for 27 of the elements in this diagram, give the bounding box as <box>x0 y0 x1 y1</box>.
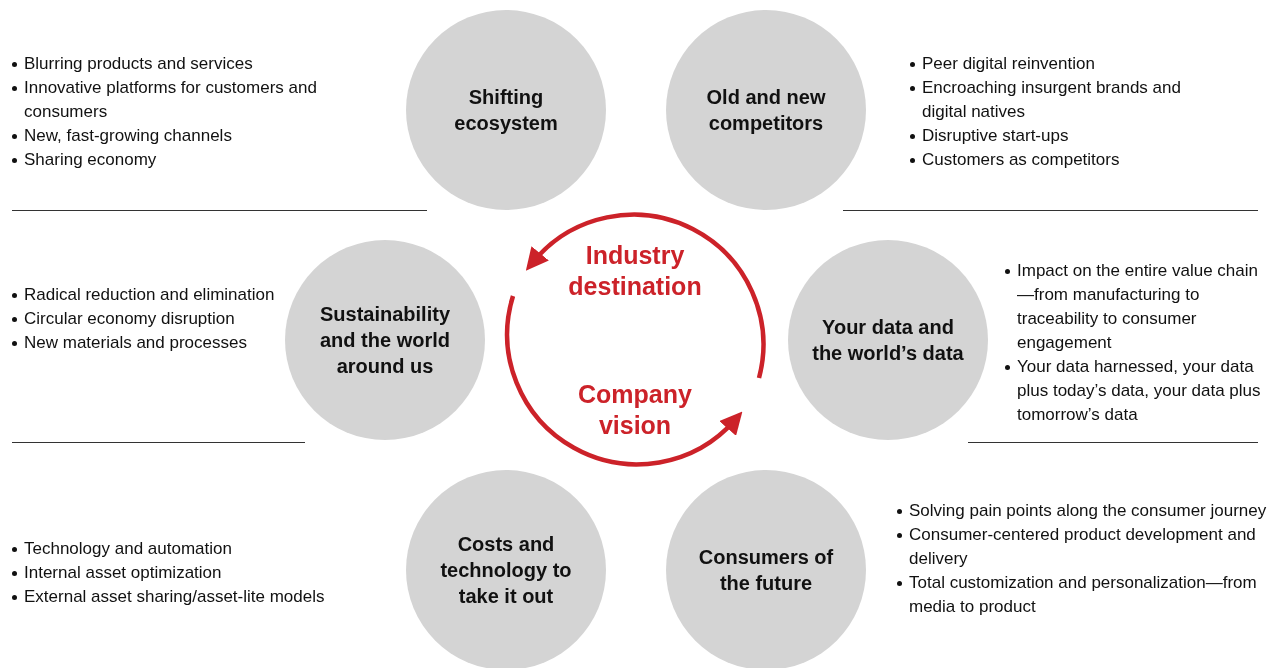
bullet-text: New, fast-growing channels <box>24 126 232 145</box>
topic-title: Old and new competitors <box>705 85 827 136</box>
bullet-text: Impact on the entire value chain—from manufacturing to traceability to consumer engagement <box>1017 261 1258 352</box>
bullet-text: Circular economy disruption <box>24 309 235 328</box>
bullet-text: Total customization and personalization—from media to product <box>909 573 1257 616</box>
topic-title: Your data and the world’s data <box>811 315 965 366</box>
bullet-text: Blurring products and services <box>24 54 253 73</box>
bullet-text: New materials and processes <box>24 333 247 352</box>
bullet-text: Technology and automation <box>24 539 232 558</box>
topic-title: Sustainability and the world around us <box>319 302 451 379</box>
bullet-text: Solving pain points along the consumer journey <box>909 501 1267 520</box>
bullet-text: Consumer-centered product development and delivery <box>909 525 1256 568</box>
bullet-text: Peer digital reinvention <box>922 54 1095 73</box>
bullet-text: Sharing economy <box>24 150 157 169</box>
bullet-text: Customers as competitors <box>922 150 1120 169</box>
bullet-text: Radical reduction and elimination <box>24 285 275 304</box>
topic-title: Costs and technology to take it out <box>439 532 573 609</box>
bullet-text: Disruptive start-ups <box>922 126 1069 145</box>
bullet-text: Your data harnessed, your data plus today’s data, your data plus tomorrow’s data <box>1017 357 1261 424</box>
topic-title: Shifting ecosystem <box>453 85 559 136</box>
bullet-text: Internal asset optimization <box>24 563 222 582</box>
center-label: Company vision <box>577 379 693 441</box>
bullet-text: External asset sharing/asset-lite models <box>24 587 325 606</box>
bullet-text: Encroaching insurgent brands and digital natives <box>922 78 1181 121</box>
bullet-text: Innovative platforms for customers and consumers <box>24 78 317 121</box>
topic-title: Consumers of the future <box>697 545 835 596</box>
center-label: Industry destination <box>567 240 703 302</box>
